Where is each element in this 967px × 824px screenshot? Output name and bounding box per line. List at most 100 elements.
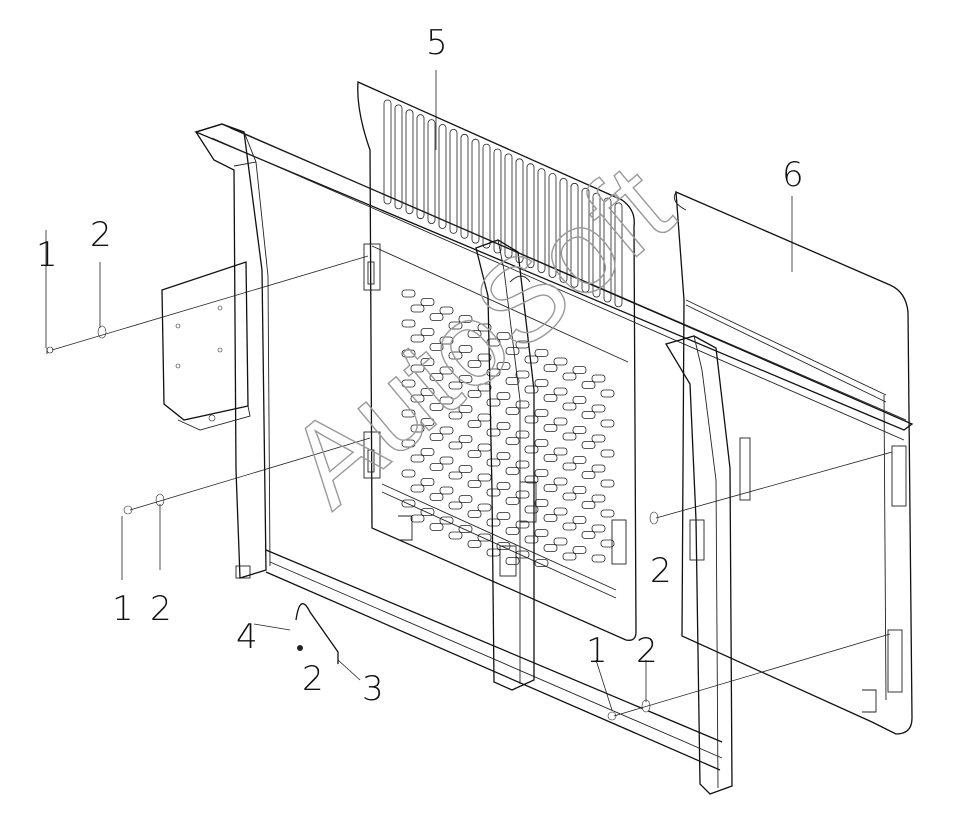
washer-icon xyxy=(97,325,107,339)
perforation-hole xyxy=(543,544,558,552)
perforation-holes xyxy=(401,289,615,567)
perforation-hole xyxy=(429,493,444,501)
perforation-hole xyxy=(562,402,577,411)
callout-1-left-bottom: 1 xyxy=(112,589,134,629)
perforation-hole xyxy=(553,357,568,366)
perforation-hole xyxy=(524,505,539,514)
perforation-hole xyxy=(600,479,615,488)
vent-slot xyxy=(427,119,436,224)
perforation-hole xyxy=(439,486,454,495)
perforation-hole xyxy=(572,396,587,404)
perforation-hole xyxy=(591,464,606,473)
perforation-hole xyxy=(467,360,482,368)
perforation-hole xyxy=(467,390,482,398)
perforation-hole xyxy=(524,475,539,484)
perforation-hole xyxy=(553,417,568,426)
panel-5-grille xyxy=(357,81,637,641)
vent-slot xyxy=(471,138,480,244)
perforation-hole xyxy=(439,426,454,435)
perforation-hole xyxy=(600,449,615,458)
perforation-hole xyxy=(543,484,558,492)
perforation-hole xyxy=(448,411,463,420)
vent-slot xyxy=(614,202,623,308)
perforation-hole xyxy=(486,488,501,497)
vent-slot xyxy=(383,99,392,205)
perforation-hole xyxy=(600,419,615,428)
perforation-hole xyxy=(515,550,530,559)
perforation-hole xyxy=(534,409,549,417)
vent-slot xyxy=(493,148,502,254)
perforation-hole xyxy=(562,522,577,531)
perforation-hole xyxy=(515,490,530,499)
right-frame-upright xyxy=(611,335,733,795)
perforation-hole xyxy=(410,424,425,433)
perforation-hole xyxy=(562,492,577,501)
perforation-hole xyxy=(534,439,549,447)
perforation-hole xyxy=(515,400,530,409)
left-frame-upright xyxy=(194,123,271,579)
perforation-hole xyxy=(534,499,549,507)
hinge-brackets xyxy=(363,243,381,479)
washer-icon xyxy=(297,645,303,651)
perforation-hole xyxy=(467,480,482,488)
perforation-hole xyxy=(429,373,444,381)
perforation-hole xyxy=(448,471,463,480)
perforation-hole xyxy=(553,477,568,486)
perforation-hole xyxy=(505,497,520,505)
perforation-hole xyxy=(486,548,501,557)
perforation-hole xyxy=(467,510,482,518)
perforation-hole xyxy=(562,432,577,441)
perforation-hole xyxy=(410,454,425,463)
perforation-hole xyxy=(429,403,444,411)
perforation-hole xyxy=(496,512,511,520)
perforation-hole xyxy=(515,460,530,469)
perforation-hole xyxy=(420,478,435,486)
callout-4: 4 xyxy=(236,617,258,657)
perforation-hole xyxy=(572,516,587,524)
perforation-hole xyxy=(486,458,501,467)
perforation-hole xyxy=(553,507,568,516)
perforation-hole xyxy=(458,375,473,383)
perforation-hole xyxy=(410,394,425,403)
perforation-hole xyxy=(467,420,482,428)
perforation-hole xyxy=(581,381,596,389)
perforation-hole xyxy=(429,433,444,441)
perforation-hole xyxy=(477,503,492,512)
perforation-hole xyxy=(543,394,558,402)
perforation-hole xyxy=(429,523,444,531)
perforation-hole xyxy=(477,353,492,362)
perforation-hole xyxy=(496,452,511,460)
perforation-hole xyxy=(448,381,463,390)
perforation-hole xyxy=(562,372,577,381)
perforation-hole xyxy=(420,448,435,456)
perforation-hole xyxy=(429,463,444,471)
vent-slot xyxy=(504,153,513,259)
perforation-hole xyxy=(401,319,416,328)
perforation-hole xyxy=(458,525,473,533)
perforation-hole xyxy=(410,484,425,493)
perforation-hole xyxy=(553,447,568,456)
leader-lines xyxy=(45,70,893,717)
perforation-hole xyxy=(410,364,425,373)
perforation-hole xyxy=(572,486,587,494)
perforation-hole xyxy=(534,469,549,477)
perforation-hole xyxy=(505,407,520,415)
perforation-hole xyxy=(591,554,606,563)
perforation-hole xyxy=(401,379,416,388)
perforation-hole xyxy=(591,404,606,413)
perforation-hole xyxy=(534,529,549,537)
perforation-hole xyxy=(572,546,587,554)
perforation-hole xyxy=(553,387,568,396)
perforation-hole xyxy=(562,552,577,561)
perforation-hole xyxy=(572,426,587,434)
vent-slot xyxy=(537,168,546,274)
perforation-hole xyxy=(477,473,492,482)
vent-slots xyxy=(383,99,623,308)
perforation-hole xyxy=(496,482,511,490)
perforation-hole xyxy=(581,411,596,419)
perforation-hole xyxy=(467,540,482,548)
perforation-hole xyxy=(410,334,425,343)
perforation-hole xyxy=(496,362,511,370)
perforation-hole xyxy=(439,396,454,405)
